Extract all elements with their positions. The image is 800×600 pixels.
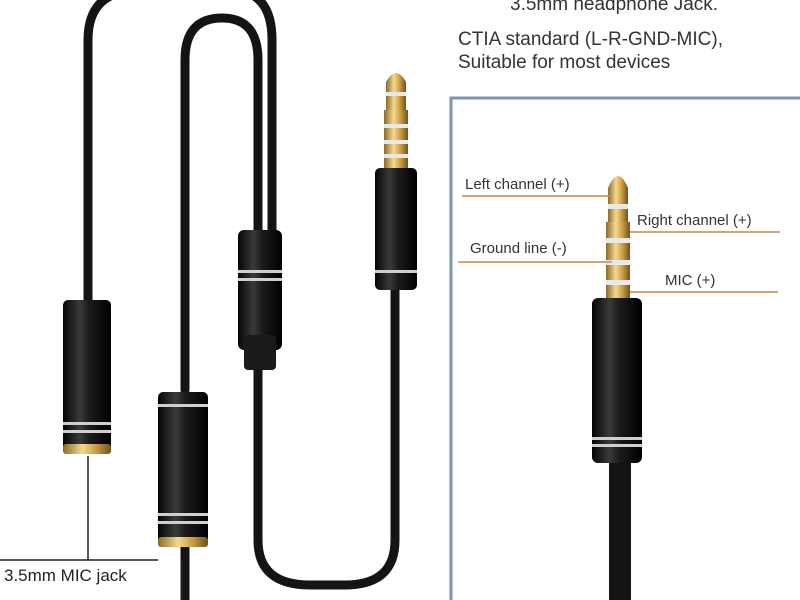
center-female-jack [158,392,208,547]
left-female-jack [63,300,111,454]
standard-line-1: CTIA standard (L-R-GND-MIC), [458,29,723,50]
mic-jack-pointer [0,456,183,600]
ground-line-label: Ground line (-) [470,240,567,257]
mic-jack-label: 3.5mm MIC jack [4,566,127,585]
callout-lines [458,195,780,293]
left-channel-label: Left channel (+) [465,176,570,193]
diagram-frame [449,96,800,600]
cable-wires [83,0,400,600]
standard-line-2: Suitable for most devices [458,52,671,73]
mic-label: MIC (+) [665,272,716,289]
male-plug [375,73,417,290]
right-channel-label: Right channel (+) [637,212,752,229]
enlarged-plug [592,176,642,600]
headline-text: 3.5mm headphone Jack. [510,0,719,15]
splitter-housing [238,230,282,370]
